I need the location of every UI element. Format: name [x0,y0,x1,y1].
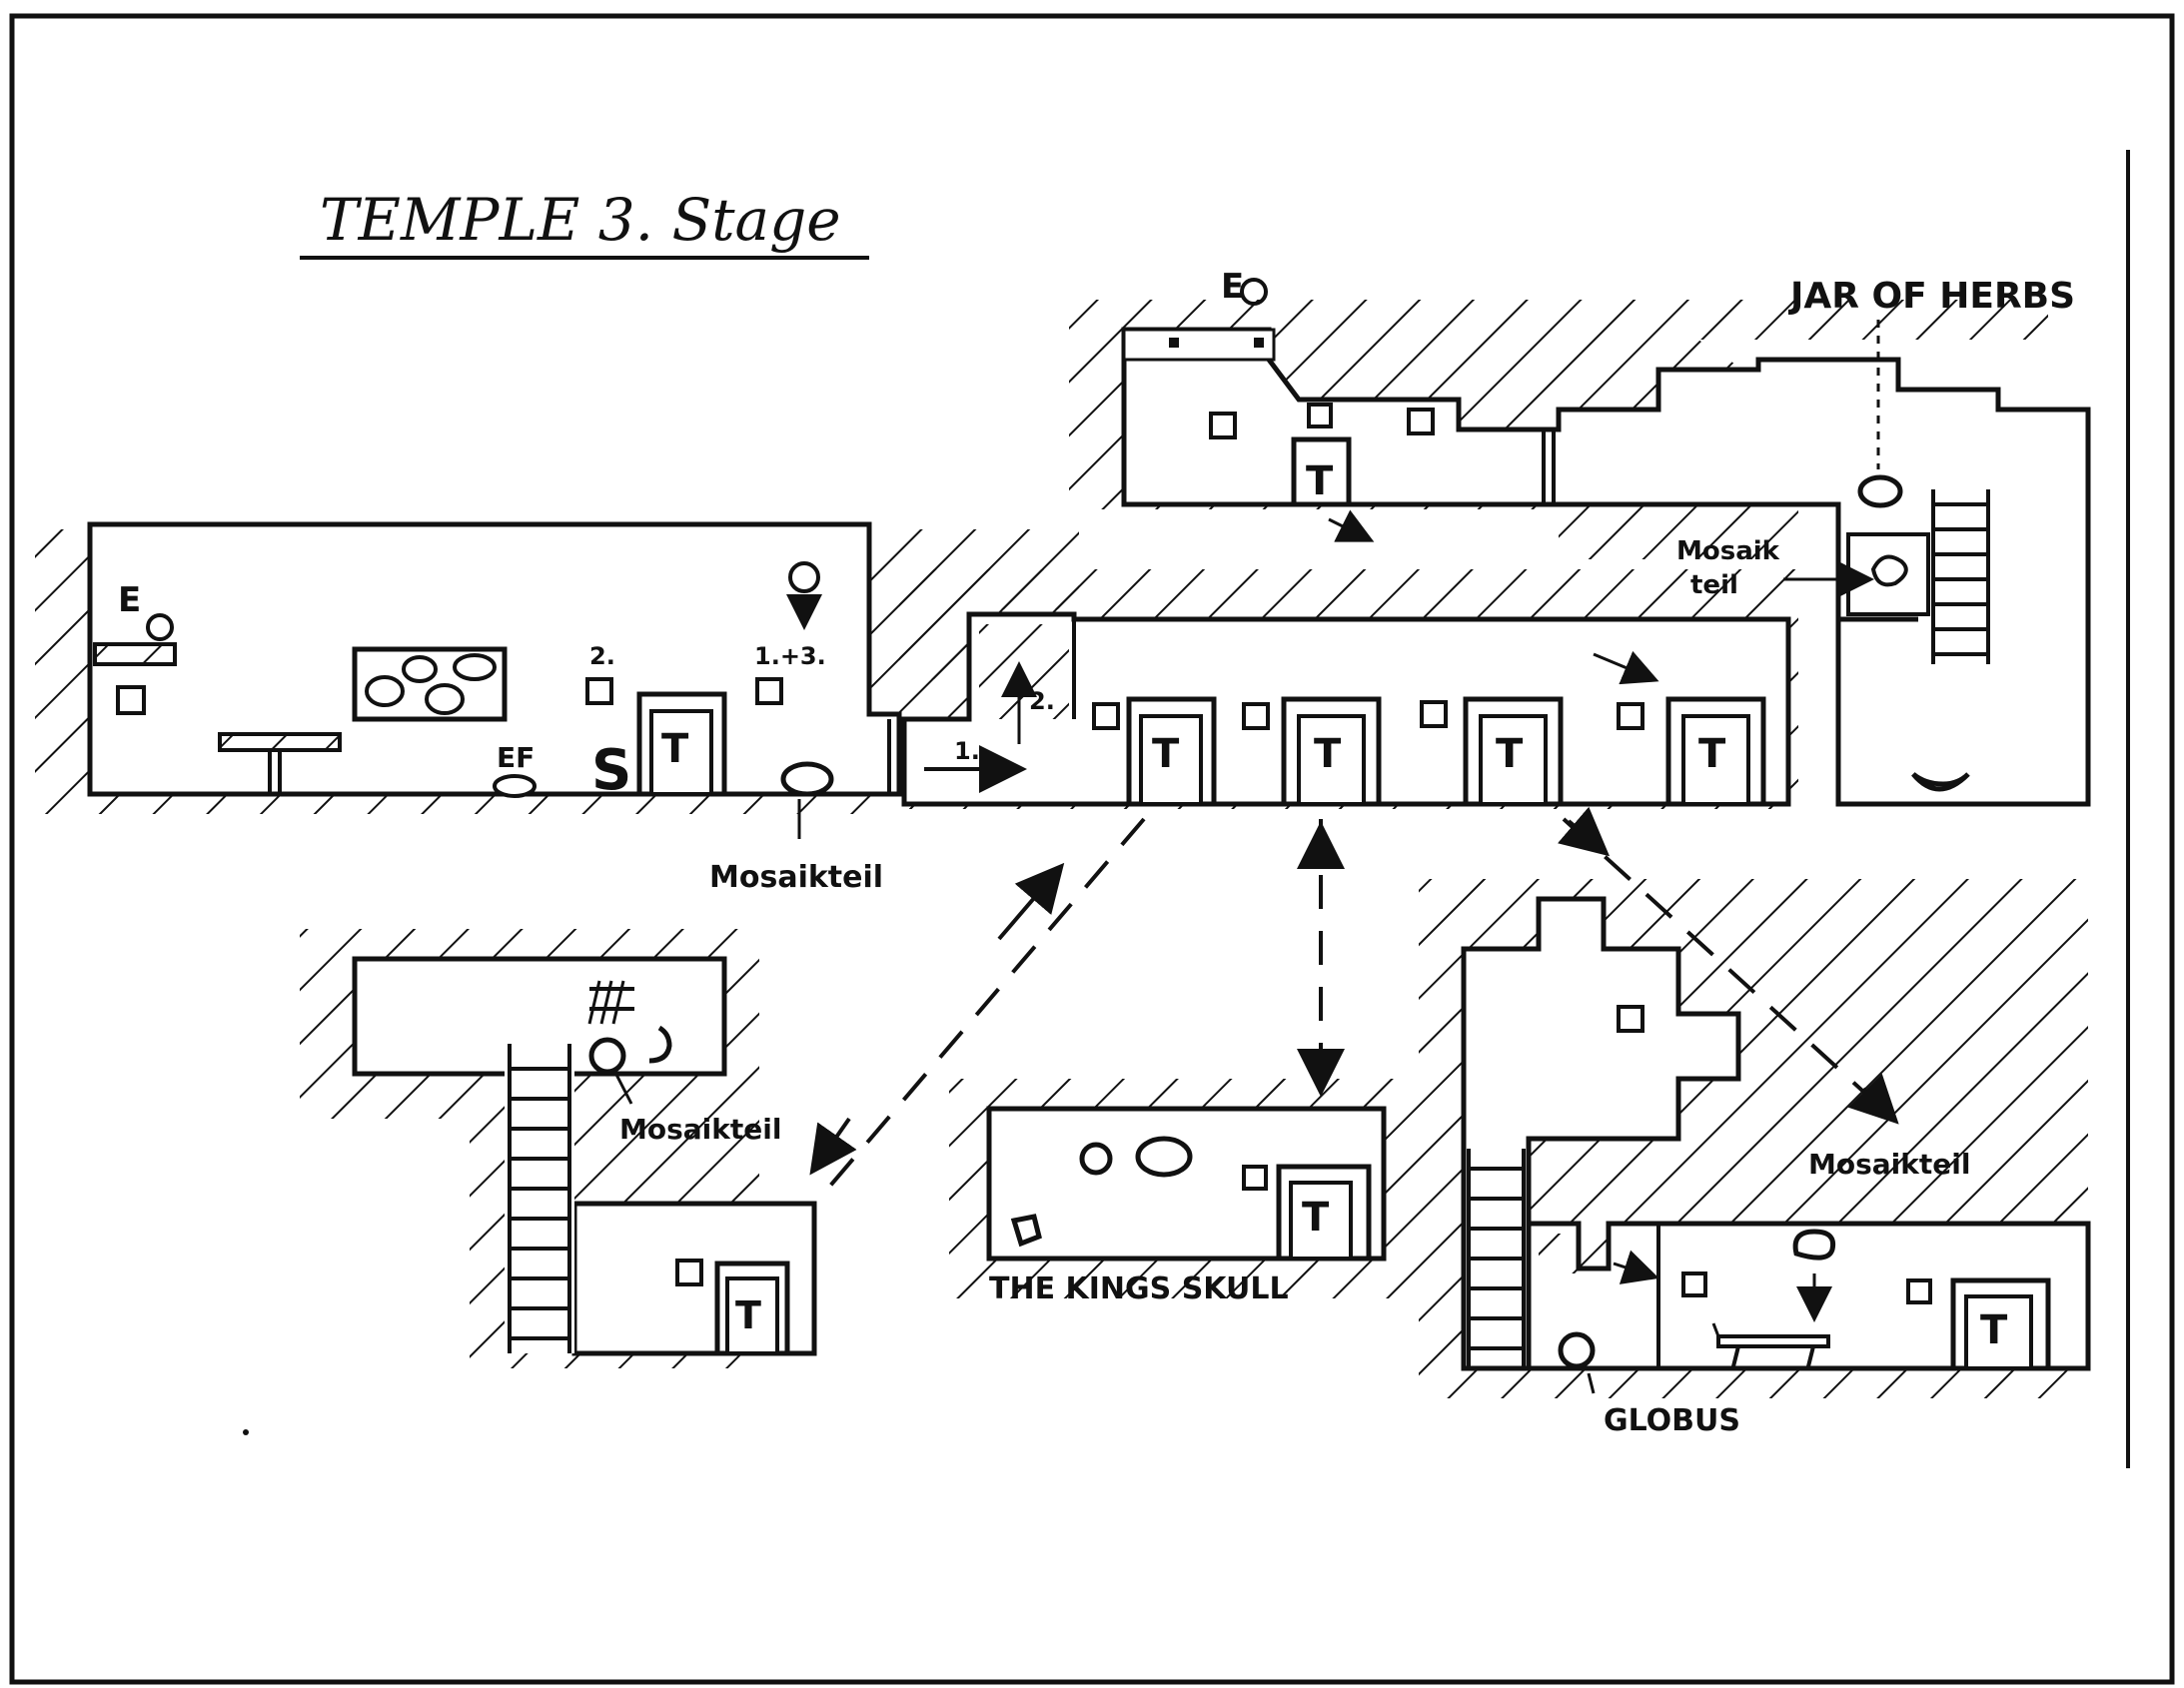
jar-of-herbs-label: JAR OF HERBS [1787,276,2075,317]
mosaikteil-main-label: Mosaikteil [709,860,883,895]
orb-hanging [790,563,818,591]
lower-right-complex: GLOBUS Mosaikteil T [1419,879,2088,1438]
middle-corridor: 1. 2. T T T T [899,569,1798,809]
map-title: TEMPLE 3. Stage [320,186,841,254]
door-corridor-2-label: T [1314,731,1342,777]
mosaikteil-left-label: Mosaikteil [619,1113,781,1146]
mosaikteil-main-item [783,764,831,794]
mosaikteil-right-item [1795,1232,1833,1258]
globus-item [1561,1334,1593,1366]
platform [220,734,340,750]
e0-left-label: E [118,580,141,620]
s-label: S [591,738,631,803]
spiky-creature-icon [1082,1145,1110,1173]
lower-left-room: Mosaikteil T [300,929,814,1368]
kings-skull-label: THE KINGS SKULL [989,1271,1289,1306]
sack-item [1138,1139,1190,1175]
mosaikteil-right-label: Mosaikteil [1808,1148,1970,1181]
door-lower-middle-label: T [1302,1195,1330,1241]
e0-top-label: E [1221,267,1244,307]
ef-label: EF [497,741,535,774]
door-lower-left-label: T [735,1293,761,1337]
kings-skull-item [1014,1217,1039,1244]
label-1: 1. [954,737,980,765]
door-upper-label: T [1306,458,1334,504]
door-corridor-4-label: T [1698,731,1726,777]
jar-of-herbs-item [1860,477,1900,505]
stray-dot [243,1429,249,1435]
door-corridor-1-label: T [1152,731,1180,777]
label-2a: 2. [589,642,615,670]
map-frame [12,16,2172,1682]
globus-label: GLOBUS [1604,1403,1740,1438]
lower-middle-room: T THE KINGS SKULL [949,1079,1419,1306]
label-2b: 2. [1029,687,1055,715]
label-1-3: 1.+3. [754,642,826,670]
door-corridor-3-label: T [1496,731,1524,777]
mosaikteil-top-label: Mosaik [1676,536,1780,566]
mosaikteil-left-item [591,1040,623,1072]
door-main-left-label: T [661,726,689,772]
door-lower-right-label: T [1980,1307,2008,1353]
